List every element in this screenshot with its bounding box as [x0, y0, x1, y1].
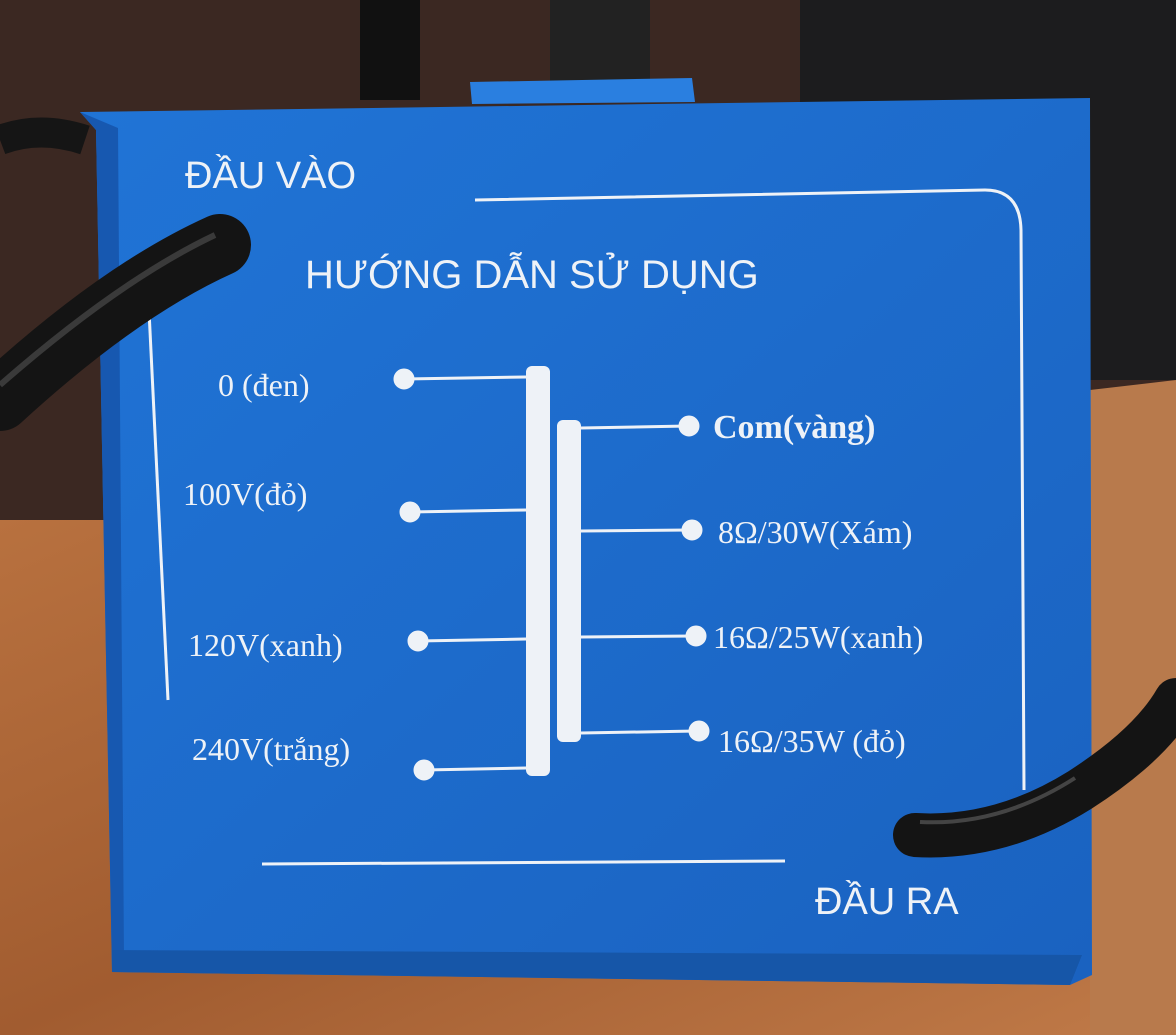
output-cable	[893, 678, 1176, 858]
background-object	[550, 0, 650, 90]
border-line-bottom	[261, 859, 786, 866]
input-label-0: 0 (đen)	[218, 367, 310, 403]
output-label-8ohm: 8Ω/30W(Xám)	[718, 514, 912, 550]
input-label-240v: 240V(trắng)	[192, 731, 350, 767]
output-label-com: Com(vàng)	[713, 409, 875, 446]
output-label-16ohm-35w: 16Ω/35W (đỏ)	[718, 723, 906, 759]
cable-background	[0, 117, 90, 155]
output-cable-highlight	[919, 776, 1077, 825]
box-top-tab	[470, 78, 695, 104]
primary-winding	[526, 366, 550, 776]
input-title: ĐẦU VÀO	[185, 153, 356, 197]
input-label-120v: 120V(xanh)	[188, 627, 343, 663]
input-label-100v: 100V(đỏ)	[183, 476, 307, 512]
output-title: ĐẦU RA	[815, 879, 959, 923]
secondary-winding	[557, 420, 581, 742]
output-label-16ohm-25w: 16Ω/25W(xanh)	[713, 619, 923, 655]
border-line	[474, 188, 1026, 791]
box-bottom-edge	[112, 950, 1082, 985]
output-leads	[580, 415, 710, 742]
border-line-left	[146, 289, 170, 701]
wood-table-right	[1090, 380, 1176, 1035]
background-object	[360, 0, 420, 100]
instructions-heading: HƯỚNG DẪN SỬ DỤNG	[305, 251, 759, 297]
input-leads	[393, 368, 527, 781]
transformer-box	[80, 98, 1092, 985]
input-cable-highlight	[0, 232, 217, 388]
input-cable	[0, 214, 251, 431]
